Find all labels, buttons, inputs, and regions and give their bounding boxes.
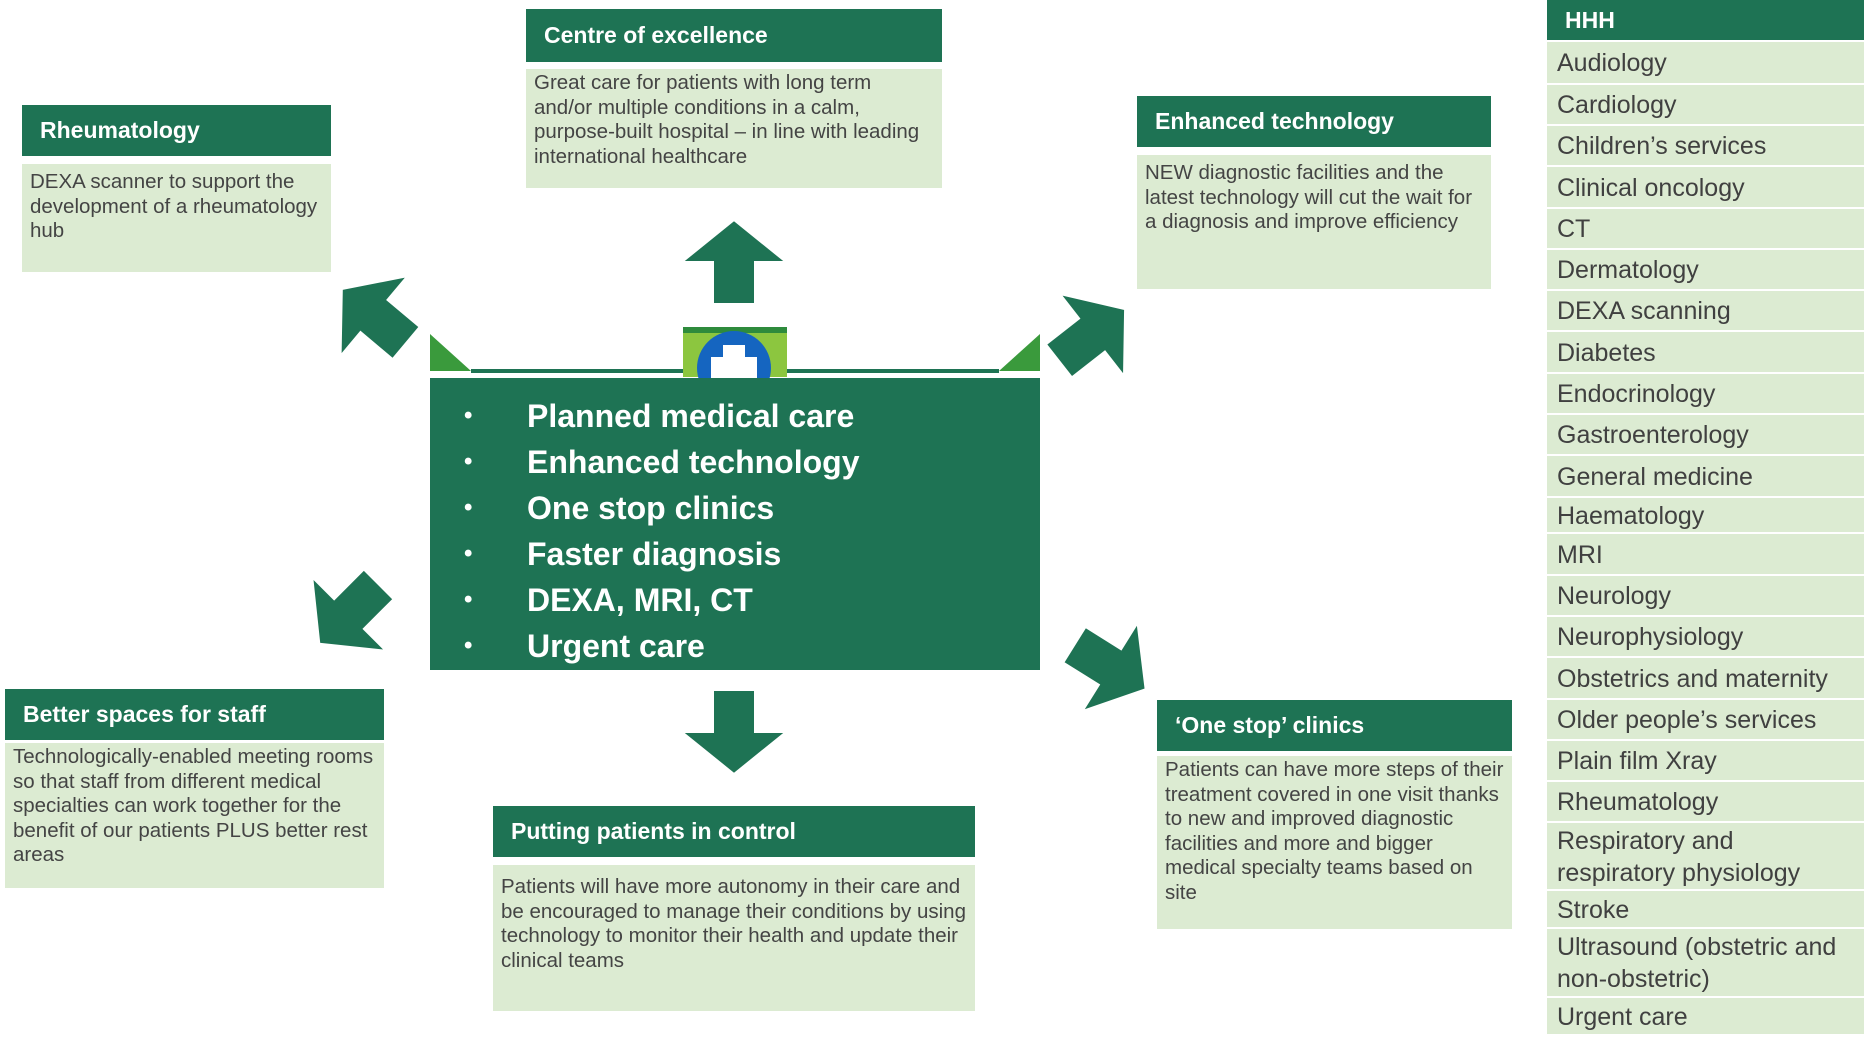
rheumatology-title: Rheumatology [22,105,331,156]
bullet: • [464,586,473,613]
sidebar-item: DEXA scanning [1547,289,1864,330]
hospital-services-panel: • Planned medical care • Enhanced technolo… [430,378,1040,670]
service-label: DEXA, MRI, CT [527,582,753,618]
arrow-up [681,219,787,305]
service-label: Faster diagnosis [527,536,782,572]
sidebar-item: Gastroenterology [1547,413,1864,454]
hospital-services-list: • Planned medical care • Enhanced technolo… [430,393,859,669]
sidebar-item: Older people’s services [1547,698,1864,739]
service-item: • Faster diagnosis [430,531,859,577]
bullet: • [464,632,473,659]
centre-of-excellence-box: Centre of excellence Great care for pati… [526,9,942,188]
enhanced-technology-box: Enhanced technology NEW diagnostic facil… [1137,96,1491,289]
service-label: Enhanced technology [527,444,860,480]
better-spaces-text: Technologically-enabled meeting rooms so… [5,743,384,888]
service-item: • Enhanced technology [430,439,859,485]
sidebar-title: HHH [1547,0,1864,40]
centre-of-excellence-text: Great care for patients with long term a… [526,69,942,188]
rheumatology-text: DEXA scanner to support the development … [22,164,331,272]
service-item: • Urgent care [430,623,859,669]
bullet: • [464,402,473,429]
sidebar-item: Rheumatology [1547,780,1864,821]
rheumatology-box: Rheumatology DEXA scanner to support the… [22,105,331,272]
service-label: Urgent care [527,628,705,664]
arrow-down-left [281,546,417,682]
sidebar-item: Dermatology [1547,248,1864,289]
sidebar-item: Neurophysiology [1547,615,1864,656]
bullet: • [464,540,473,567]
service-item: • Planned medical care [430,393,859,439]
sidebar-item: Audiology [1547,40,1864,83]
one-stop-clinics-box: ‘One stop’ clinics Patients can have mor… [1157,700,1512,929]
specialties-sidebar: HHH Audiology Cardiology Children’s serv… [1547,0,1864,1034]
sidebar-item: Cardiology [1547,83,1864,124]
enhanced-technology-title: Enhanced technology [1137,96,1491,147]
service-label: Planned medical care [527,398,855,434]
sidebar-item: Children’s services [1547,124,1864,165]
sidebar-item: Ultrasound (obstetric and non-obstetric) [1547,927,1864,996]
sidebar-item: Haematology [1547,496,1864,532]
sidebar-item: MRI [1547,532,1864,574]
bullet: • [464,494,473,521]
better-spaces-box: Better spaces for staff Technologically-… [5,689,384,888]
sidebar-item: Respiratory and respiratory physiology [1547,821,1864,889]
sidebar-item: Stroke [1547,889,1864,927]
bullet: • [464,448,473,475]
centre-of-excellence-title: Centre of excellence [526,9,942,62]
arrow-down-right [1045,599,1175,735]
patients-in-control-box: Putting patients in control Patients wil… [493,806,975,1011]
sidebar-item: Plain film Xray [1547,739,1864,780]
patients-in-control-title: Putting patients in control [493,806,975,857]
sidebar-item: Diabetes [1547,330,1864,372]
better-spaces-title: Better spaces for staff [5,689,384,740]
sidebar-item: Clinical oncology [1547,165,1864,207]
service-label: One stop clinics [527,490,775,526]
sidebar-item: Neurology [1547,574,1864,615]
arrow-down [681,689,787,775]
sidebar-item: CT [1547,207,1864,248]
one-stop-clinics-text: Patients can have more steps of their tr… [1157,756,1512,929]
sidebar-item: Endocrinology [1547,372,1864,413]
service-item: • One stop clinics [430,485,859,531]
patients-in-control-text: Patients will have more autonomy in thei… [493,865,975,1011]
service-item: • DEXA, MRI, CT [430,577,859,623]
sidebar-item: Urgent care [1547,996,1864,1034]
sidebar-item: Obstetrics and maternity [1547,656,1864,698]
enhanced-technology-text: NEW diagnostic facilities and the latest… [1137,155,1491,289]
sidebar-item: General medicine [1547,454,1864,496]
one-stop-clinics-title: ‘One stop’ clinics [1157,700,1512,751]
